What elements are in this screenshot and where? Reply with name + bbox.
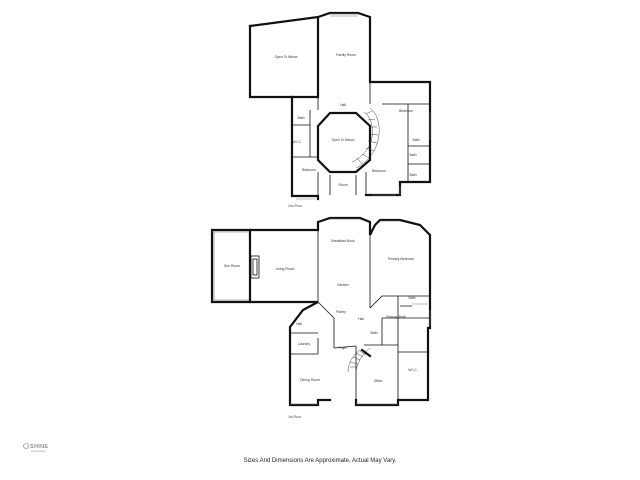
disclaimer-text: Sizes And Dimensions Are Approximate, Ac… bbox=[243, 458, 397, 464]
room-label-hall-left-1f: Hall bbox=[296, 322, 302, 326]
room-label-laundry: Laundry bbox=[298, 342, 311, 346]
room-label-primary-bath: Primary Bath bbox=[386, 315, 406, 319]
room-label-pantry: Pantry bbox=[336, 310, 346, 314]
room-label-family-room: Family Room bbox=[336, 53, 356, 57]
room-label-living-room: Living Room bbox=[276, 267, 295, 271]
room-label-hall-center-1f: Hall bbox=[358, 317, 364, 321]
first-floor-stair bbox=[347, 347, 371, 375]
room-label-open-to-below-center: Open To Below bbox=[332, 138, 355, 142]
fireplace bbox=[250, 255, 260, 279]
brand-circle-icon bbox=[23, 443, 29, 449]
room-label-sun-room: Sun Room bbox=[224, 264, 240, 268]
second-floor-plan: Open To Below Family Room Hall Bedroom B… bbox=[248, 11, 432, 208]
stair-newel bbox=[360, 348, 372, 358]
room-label-wic-2f: W.I.C. bbox=[292, 140, 301, 144]
room-label-office: Office bbox=[374, 379, 383, 383]
sun-room-walls bbox=[210, 228, 252, 304]
brand-logo: SHINE Photography bbox=[23, 443, 48, 453]
room-label-foyer: Foyer bbox=[339, 346, 349, 350]
second-floor-interior-walls bbox=[292, 82, 430, 199]
room-label-hall-2f: Hall bbox=[340, 103, 346, 107]
room-label-primary-bedroom: Primary Bedroom bbox=[388, 257, 415, 261]
room-label-bath-right-2-2f: Bath bbox=[410, 153, 417, 157]
room-label-bath-1f: Bath bbox=[409, 296, 416, 300]
room-label-dining-room: Dining Room bbox=[300, 378, 320, 382]
second-floor-stair bbox=[351, 107, 380, 169]
second-floor-windows bbox=[296, 13, 431, 200]
room-label-room-2f: Room bbox=[338, 183, 347, 187]
room-label-bedroom-left: Bedroom bbox=[302, 168, 316, 172]
room-label-bedroom-right: Bedroom bbox=[399, 109, 413, 113]
sun-room-windows bbox=[212, 231, 250, 301]
fireplace-insert bbox=[252, 258, 258, 276]
open-to-below-left-walls bbox=[248, 24, 294, 99]
room-label-breakfast-nook: Breakfast Nook bbox=[331, 239, 354, 243]
room-label-bath-small-1f: Bath bbox=[371, 331, 378, 335]
first-floor-windows bbox=[290, 218, 431, 405]
room-label-bath-left-2f: Bath bbox=[298, 116, 305, 120]
room-label-kitchen: Kitchen bbox=[337, 283, 348, 287]
room-label-bedroom-center: Bedroom bbox=[372, 169, 386, 173]
floor-label-second: 2nd Floor bbox=[288, 204, 303, 208]
brand-name: SHINE bbox=[30, 444, 48, 450]
room-label-bath-small-2f: Bath bbox=[410, 173, 417, 177]
brand-sub: Photography bbox=[31, 449, 46, 453]
room-label-wic-1f: W.I.C. bbox=[408, 368, 417, 372]
floor-label-first: 1st Floor bbox=[288, 415, 302, 419]
room-label-bath-right-2f: Bath bbox=[413, 138, 420, 142]
room-label-open-to-below-left: Open To Below bbox=[275, 55, 298, 59]
first-floor-plan: Sun Room Living Room Breakfast Nook Prim… bbox=[210, 216, 432, 419]
open-to-below-octagon bbox=[316, 111, 372, 174]
